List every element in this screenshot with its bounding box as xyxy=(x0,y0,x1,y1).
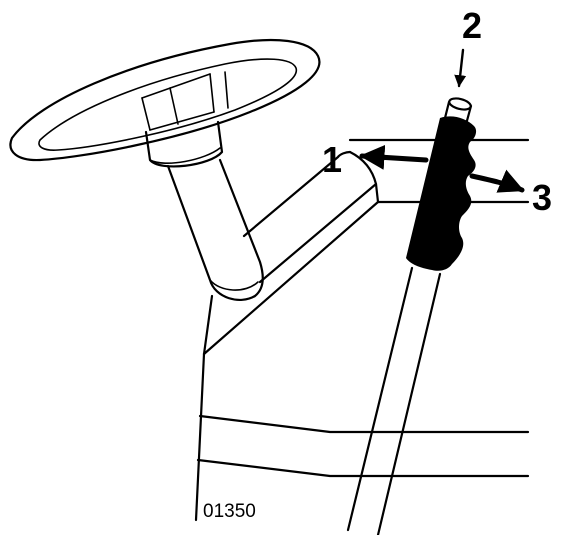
callout-3: 3 xyxy=(532,177,552,218)
callout-1: 1 xyxy=(322,139,342,180)
figure-id: 01350 xyxy=(203,501,256,522)
steering-wheel xyxy=(9,38,321,168)
steering-column xyxy=(166,158,264,301)
motion-arrows xyxy=(359,48,525,193)
callout-2: 2 xyxy=(462,5,482,46)
dash-console xyxy=(194,138,530,522)
lever-grip xyxy=(406,116,477,271)
